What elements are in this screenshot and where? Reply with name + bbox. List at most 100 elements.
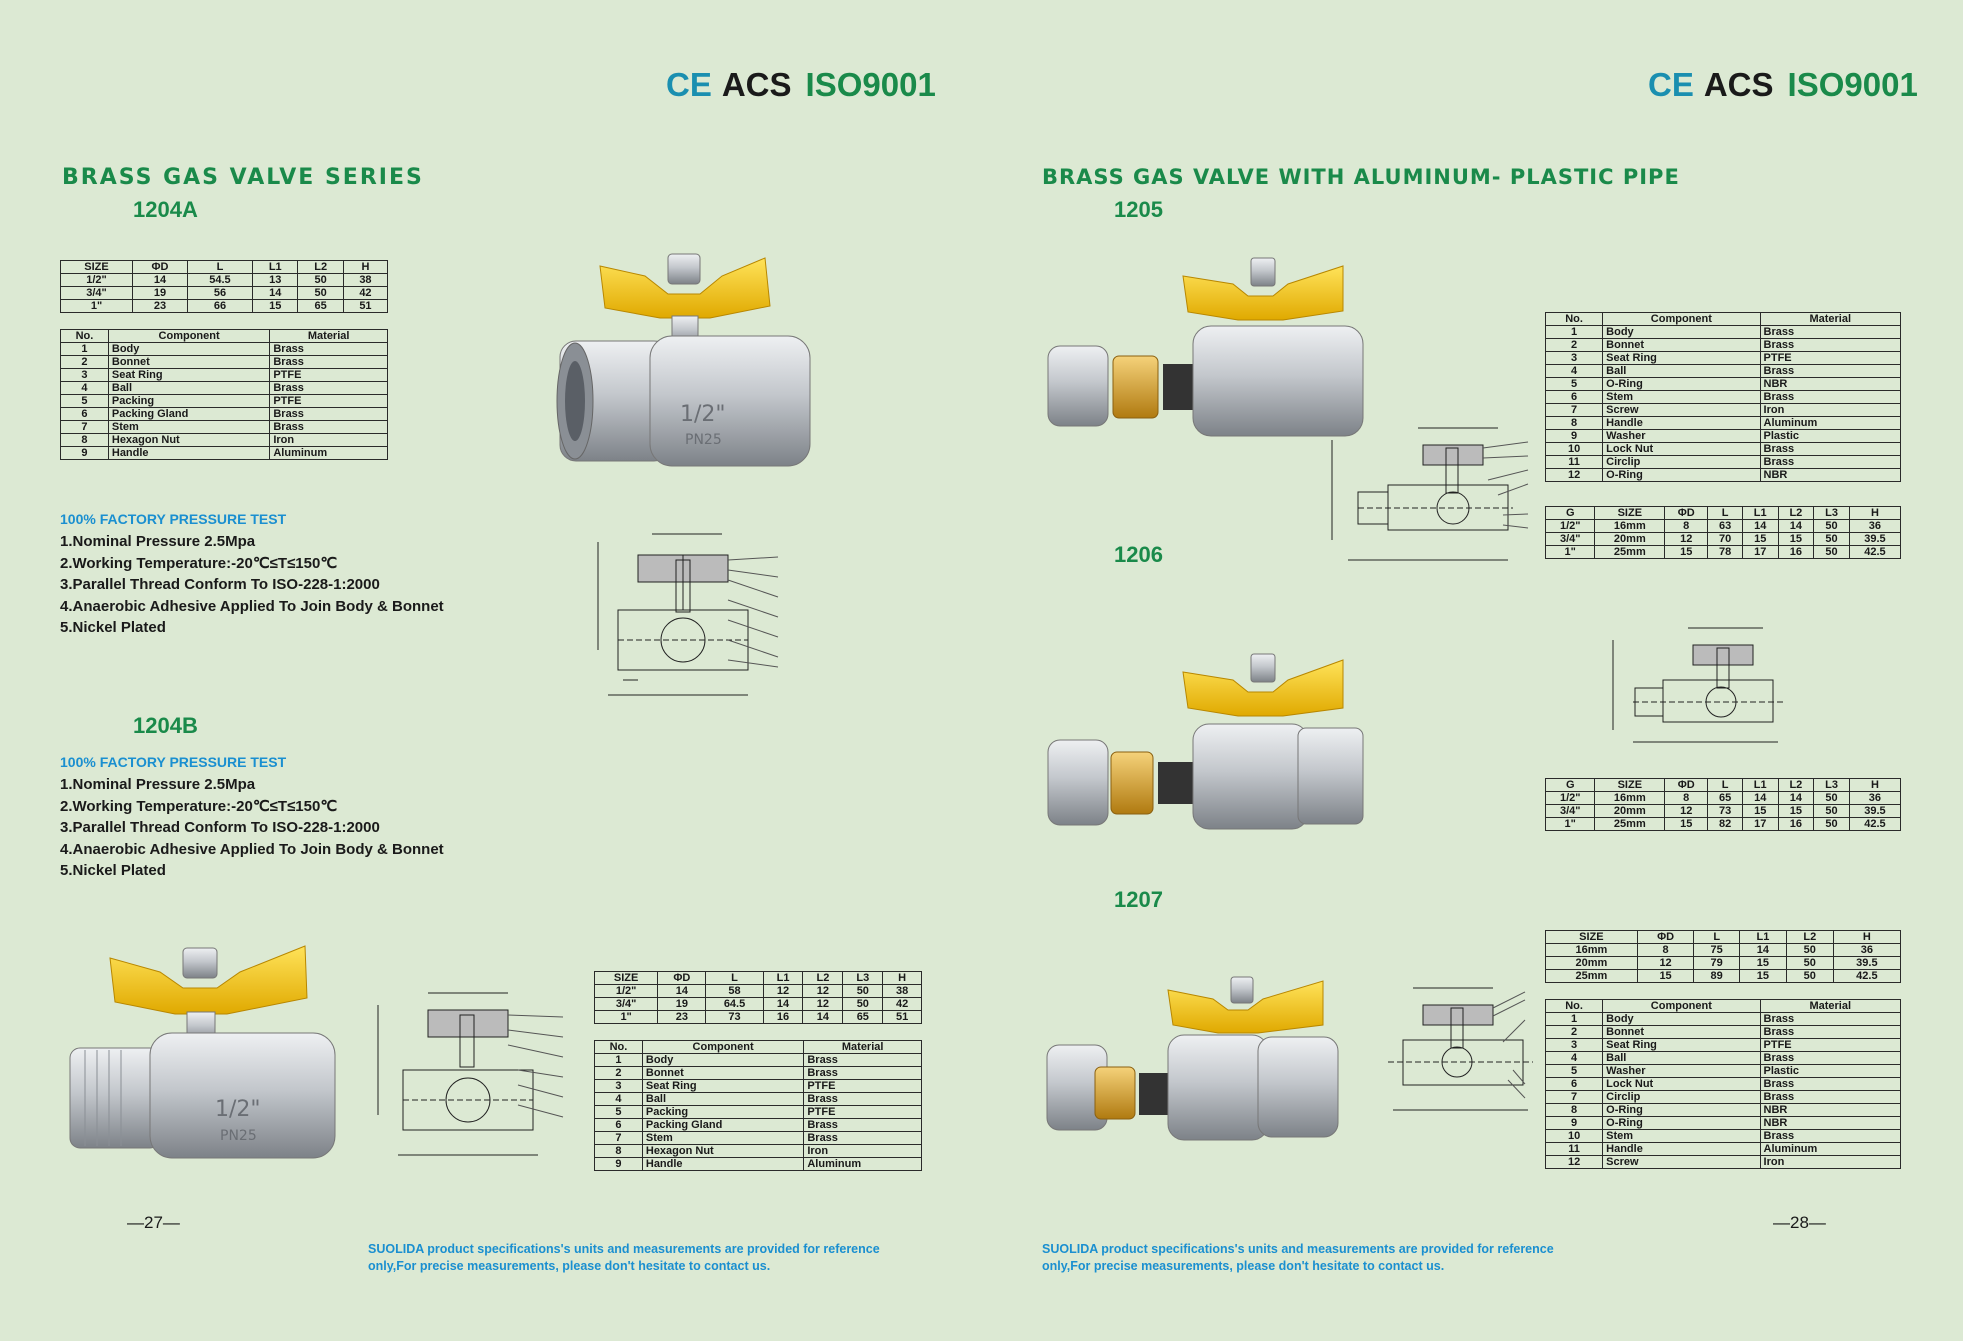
table-cell: 14	[1741, 519, 1779, 533]
table-cell: NBR	[1759, 1116, 1902, 1130]
table-cell: 50	[1813, 532, 1850, 546]
table-cell: 5	[60, 394, 109, 408]
column-header: L	[705, 971, 764, 985]
table-cell: 3	[594, 1079, 643, 1093]
table-cell: Aluminum	[1759, 416, 1902, 430]
table-cell: 1/2"	[1544, 519, 1596, 533]
column-header: ΦD	[132, 260, 188, 274]
table-cell: 12	[1544, 468, 1604, 482]
column-header: L1	[1741, 778, 1779, 792]
table-cell: 20mm	[1545, 956, 1638, 970]
table-cell: 4	[594, 1092, 643, 1106]
table-cell: 8	[60, 433, 109, 447]
table-cell: 16mm	[1594, 791, 1666, 805]
table-cell: 36	[1848, 791, 1902, 805]
table-cell: 7	[60, 420, 109, 434]
table-cell: 1"	[59, 299, 134, 313]
table-cell: Body	[107, 342, 271, 356]
column-header: H	[342, 260, 389, 274]
table-cell: 36	[1848, 519, 1902, 533]
size-stamp: 1/2"	[680, 402, 726, 427]
table-cell: 50	[1785, 943, 1834, 957]
table-cell: 50	[1785, 956, 1834, 970]
table-cell: Brass	[1759, 1012, 1902, 1026]
table-cell: 15	[252, 299, 299, 313]
pressure-test-heading-1204b: 100% FACTORY PRESSURE TEST	[60, 754, 287, 770]
table-cell: 15	[1664, 545, 1709, 559]
table-cell: 5	[1544, 1064, 1604, 1078]
table-cell: 50	[1813, 545, 1850, 559]
table-cell: 51	[342, 299, 389, 313]
valve-photo-1207	[1046, 976, 1339, 1141]
column-header: L2	[297, 260, 344, 274]
table-cell: Aluminum	[269, 446, 388, 460]
table-cell: Circlip	[1602, 1090, 1761, 1104]
table-cell: Washer	[1602, 1064, 1761, 1078]
column-header: No.	[60, 329, 109, 343]
table-cell: 65	[1707, 791, 1743, 805]
table-cell: 8	[1636, 943, 1695, 957]
table-cell: 15	[1777, 532, 1815, 546]
table-cell: 50	[297, 273, 344, 287]
column-header: ΦD	[1664, 506, 1709, 520]
column-header: No.	[1544, 312, 1604, 326]
column-header: Material	[803, 1040, 922, 1054]
table-cell: 51	[882, 1010, 922, 1024]
column-header: H	[882, 971, 922, 985]
table-cell: Seat Ring	[1602, 351, 1761, 365]
table-cell: Handle	[1602, 416, 1761, 430]
table-cell: 12	[802, 997, 844, 1011]
table-cell: 82	[1707, 817, 1743, 831]
right-series-title: BRASS GAS VALVE WITH ALUMINUM- PLASTIC P…	[1042, 165, 1680, 189]
table-cell: 54.5	[186, 273, 254, 287]
table-cell: 3/4"	[1544, 804, 1596, 818]
table-cell: 50	[297, 286, 344, 300]
ce-mark: CE	[1648, 66, 1694, 103]
table-cell: Handle	[1602, 1142, 1761, 1156]
table-cell: O-Ring	[1602, 468, 1761, 482]
column-header: L3	[842, 971, 884, 985]
table-cell: 1	[1544, 325, 1604, 339]
column-header: H	[1848, 506, 1902, 520]
column-header: Material	[1759, 999, 1902, 1013]
table-cell: 17	[1741, 545, 1779, 559]
column-header: L1	[762, 971, 804, 985]
table-cell: Plastic	[1759, 429, 1902, 443]
table-cell: 42.5	[1832, 969, 1902, 983]
table-cell: Brass	[1759, 338, 1902, 352]
table-cell: Brass	[1759, 1090, 1902, 1104]
column-header: H	[1832, 930, 1902, 944]
table-cell: PTFE	[1759, 1038, 1902, 1052]
table-cell: 73	[1707, 804, 1743, 818]
table-cell: Iron	[269, 433, 388, 447]
table-cell: 10	[1544, 1129, 1604, 1143]
table-cell: 14	[1741, 791, 1779, 805]
table-cell: 15	[1738, 956, 1787, 970]
table-cell: 50	[1813, 519, 1850, 533]
size-stamp: 1/2"	[215, 1097, 261, 1122]
pressure-test-heading-1204a: 100% FACTORY PRESSURE TEST	[60, 511, 287, 527]
valve-photo-1204a: 1/2" PN25	[556, 253, 811, 467]
table-cell: 12	[1664, 804, 1709, 818]
column-header: SIZE	[1594, 778, 1666, 792]
table-cell: 12	[1636, 956, 1695, 970]
table-cell: Brass	[269, 355, 388, 369]
table-cell: 6	[1544, 1077, 1604, 1091]
table-cell: 38	[342, 273, 389, 287]
table-cell: 6	[1544, 390, 1604, 404]
table-cell: PTFE	[803, 1079, 922, 1093]
